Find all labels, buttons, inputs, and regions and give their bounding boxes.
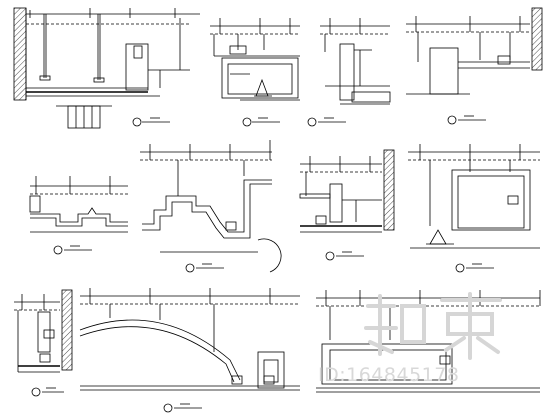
detail-e [29, 176, 128, 255]
zhimo-logo-icon [364, 292, 502, 360]
detail-j [79, 288, 300, 413]
detail-i [14, 289, 73, 397]
detail-g [299, 149, 395, 261]
watermark-id-text: ID:164845178 [318, 364, 460, 386]
detail-d [406, 7, 543, 125]
detail-c [307, 18, 391, 127]
detail-f [140, 140, 282, 273]
detail-b [210, 18, 300, 127]
detail-a [13, 7, 200, 129]
detail-k [316, 290, 541, 393]
detail-h [408, 144, 540, 273]
